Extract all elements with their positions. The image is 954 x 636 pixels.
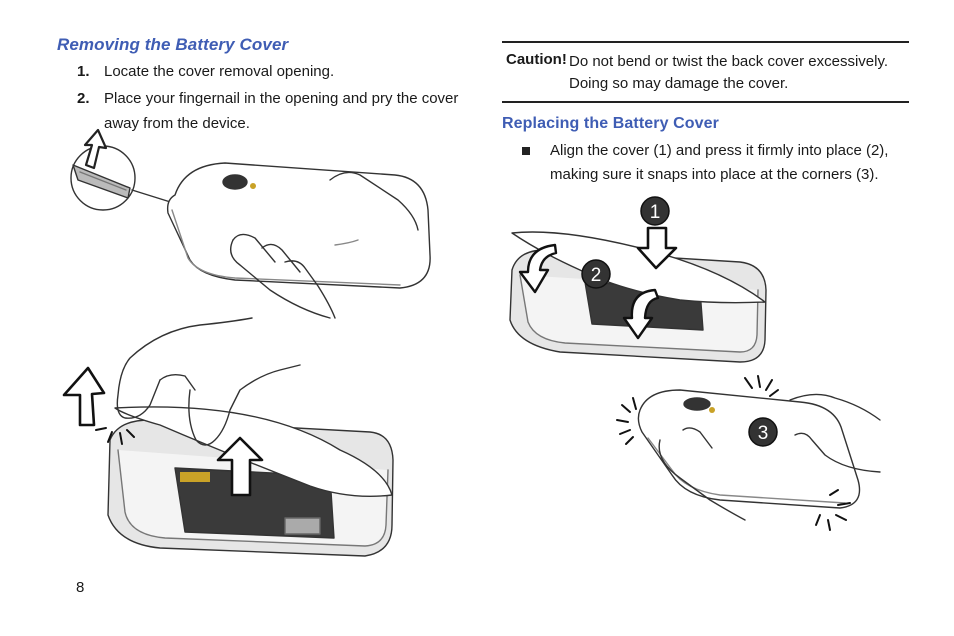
- step-number: 1.: [77, 63, 90, 80]
- bullet-square-icon: [522, 147, 530, 155]
- marker-label: 2: [591, 265, 602, 286]
- step-number: 2.: [77, 90, 90, 107]
- phone-back: [166, 162, 431, 289]
- battery-cover-aligning: [511, 231, 766, 304]
- step-marker-3: 3: [748, 417, 778, 447]
- step-marker-2: 2: [581, 259, 611, 289]
- hand-right: [232, 171, 419, 319]
- marker-label: 1: [650, 202, 661, 223]
- lift-arrow: [216, 436, 264, 497]
- bullet-text: Align the cover (1) and press it firmly …: [550, 142, 889, 183]
- page-number: 8: [76, 579, 85, 596]
- hand-right: [789, 393, 881, 473]
- marker-label: 3: [758, 423, 769, 444]
- caution-box: Caution! Do not bend or twist the back c…: [502, 41, 909, 103]
- section-heading-replacing: Replacing the Battery Cover: [502, 115, 719, 132]
- step-1: 1. Locate the cover removal opening.: [77, 59, 467, 84]
- section-heading-removing: Removing the Battery Cover: [57, 35, 289, 54]
- press-arrow: [636, 226, 678, 270]
- step-text: Place your fingernail in the opening and…: [104, 90, 459, 132]
- hand-pinching: [116, 317, 301, 446]
- step-text: Locate the cover removal opening.: [104, 63, 335, 80]
- caution-label: Caution!: [506, 51, 567, 68]
- caution-text: Do not bend or twist the back cover exce…: [569, 53, 889, 92]
- curved-arrow: [622, 288, 660, 340]
- phone-back: [637, 389, 861, 509]
- lift-arrow: [62, 366, 106, 427]
- step-2: 2. Place your fingernail in the opening …: [77, 86, 467, 136]
- step-marker-1: 1: [640, 196, 670, 226]
- curved-arrow: [518, 243, 558, 294]
- hand-left: [658, 427, 746, 521]
